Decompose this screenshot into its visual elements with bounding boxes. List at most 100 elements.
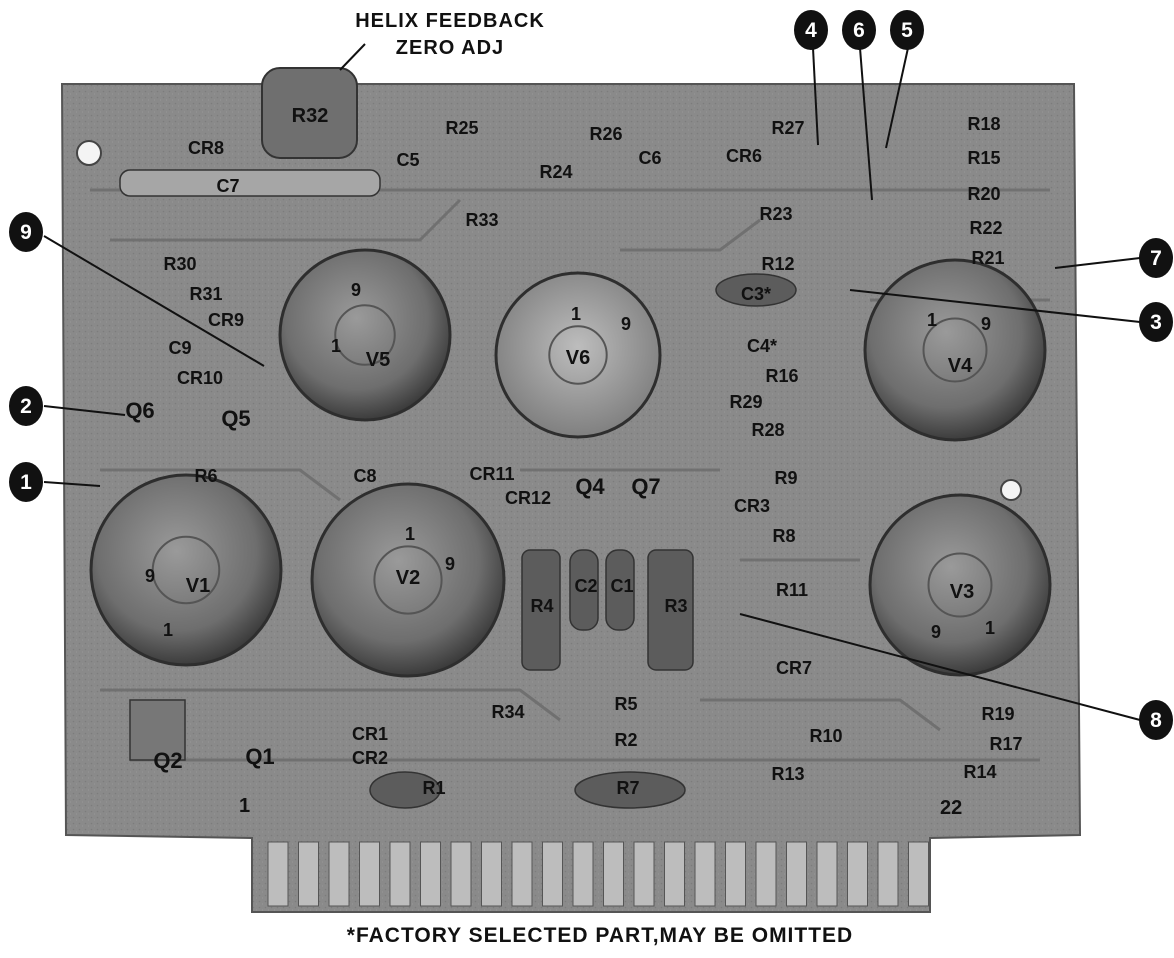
component-label: Q4 bbox=[575, 474, 605, 499]
component-label: C1 bbox=[610, 576, 633, 596]
component-label: Q1 bbox=[245, 744, 274, 769]
svg-text:9: 9 bbox=[20, 221, 32, 244]
edge-finger bbox=[450, 841, 472, 907]
tube-label: V6 bbox=[566, 347, 590, 369]
r32-trimmer bbox=[261, 67, 358, 159]
edge-finger bbox=[847, 841, 868, 907]
callout-5: 5 bbox=[890, 10, 924, 50]
mounting-hole bbox=[76, 140, 102, 166]
component-label: C8 bbox=[353, 466, 376, 486]
svg-text:6: 6 bbox=[853, 19, 865, 42]
component-label: R1 bbox=[422, 778, 445, 798]
component-label: C3* bbox=[741, 284, 771, 304]
component-label: R11 bbox=[776, 580, 808, 600]
tube-pin-label: 9 bbox=[621, 314, 631, 334]
mounting-hole bbox=[1000, 479, 1022, 501]
component-label: R19 bbox=[981, 704, 1014, 724]
tube-pin-label: 1 bbox=[331, 336, 341, 356]
component-label: C7 bbox=[216, 176, 239, 196]
component-label: CR11 bbox=[469, 464, 514, 484]
component-label: CR12 bbox=[505, 488, 551, 508]
component-label: R28 bbox=[751, 420, 784, 440]
edge-finger bbox=[908, 841, 929, 907]
edge-finger bbox=[389, 841, 411, 907]
component-label: CR10 bbox=[177, 368, 223, 388]
edge-finger bbox=[298, 841, 319, 907]
component-label: R13 bbox=[771, 764, 804, 784]
svg-text:1: 1 bbox=[20, 471, 32, 494]
edge-finger bbox=[786, 841, 807, 907]
component-label: R14 bbox=[963, 762, 996, 782]
edge-finger bbox=[267, 841, 289, 907]
component-label: R10 bbox=[809, 726, 842, 746]
svg-text:7: 7 bbox=[1150, 247, 1162, 270]
component-label: R21 bbox=[971, 248, 1004, 268]
component-label: C4* bbox=[747, 336, 777, 356]
edge-finger bbox=[755, 841, 777, 907]
svg-text:3: 3 bbox=[1150, 311, 1162, 334]
component-label: R6 bbox=[194, 466, 217, 486]
component-label: CR1 bbox=[352, 724, 388, 744]
component-label: C2 bbox=[574, 576, 597, 596]
component-label: R24 bbox=[539, 162, 572, 182]
component-label: R12 bbox=[761, 254, 794, 274]
header-line-1: HELIX FEEDBACK bbox=[355, 10, 545, 32]
component-label: C6 bbox=[638, 148, 661, 168]
edge-finger bbox=[328, 841, 350, 907]
component-label: CR6 bbox=[726, 146, 762, 166]
callout-4: 4 bbox=[794, 10, 828, 50]
component-label: R2 bbox=[614, 730, 637, 750]
component-label: R5 bbox=[614, 694, 637, 714]
component-label: R33 bbox=[465, 210, 498, 230]
edge-finger bbox=[420, 841, 441, 907]
component-label: CR3 bbox=[734, 496, 770, 516]
component-label: R25 bbox=[445, 118, 478, 138]
component-label: R22 bbox=[969, 218, 1002, 238]
svg-text:2: 2 bbox=[20, 395, 32, 418]
footnote: *FACTORY SELECTED PART,MAY BE OMITTED bbox=[346, 924, 854, 947]
component-label: R23 bbox=[759, 204, 792, 224]
tube-pin-label: 1 bbox=[927, 310, 937, 330]
component-label: R26 bbox=[589, 124, 622, 144]
tube-pin-label: 1 bbox=[405, 524, 415, 544]
edge-finger bbox=[816, 841, 838, 907]
component-label: R15 bbox=[967, 148, 1000, 168]
component-label: CR9 bbox=[208, 310, 244, 330]
component-label: C5 bbox=[396, 150, 419, 170]
header-line-2: ZERO ADJ bbox=[395, 37, 505, 59]
component-label: R8 bbox=[772, 526, 795, 546]
component-label: R16 bbox=[765, 366, 798, 386]
edge-finger bbox=[633, 841, 655, 907]
callout-8: 8 bbox=[1139, 700, 1173, 740]
component-label: R30 bbox=[163, 254, 196, 274]
svg-text:4: 4 bbox=[805, 19, 817, 42]
component-label: R32 bbox=[292, 105, 329, 127]
tube-label: V3 bbox=[950, 581, 974, 603]
component-label: R4 bbox=[530, 596, 553, 616]
component-label: R17 bbox=[989, 734, 1022, 754]
tube-socket-v6: V6 1 9 bbox=[494, 271, 662, 439]
edge-pin-last: 22 bbox=[940, 797, 963, 819]
component-label: Q2 bbox=[153, 748, 182, 773]
tube-pin-label: 9 bbox=[145, 566, 155, 586]
edge-finger bbox=[511, 841, 533, 907]
edge-pin-first: 1 bbox=[239, 795, 251, 817]
component-label: R20 bbox=[967, 184, 1000, 204]
component-label: R18 bbox=[967, 114, 1000, 134]
component-label: Q5 bbox=[221, 406, 250, 431]
component-label: R3 bbox=[664, 596, 687, 616]
tube-label: V2 bbox=[396, 567, 420, 589]
edge-finger bbox=[481, 841, 502, 907]
edge-finger bbox=[725, 841, 746, 907]
component-label: C9 bbox=[168, 338, 191, 358]
edge-finger bbox=[694, 841, 716, 907]
callout-3: 3 bbox=[1139, 302, 1173, 342]
tube-pin-label: 1 bbox=[571, 304, 581, 324]
callout-1: 1 bbox=[9, 462, 43, 502]
